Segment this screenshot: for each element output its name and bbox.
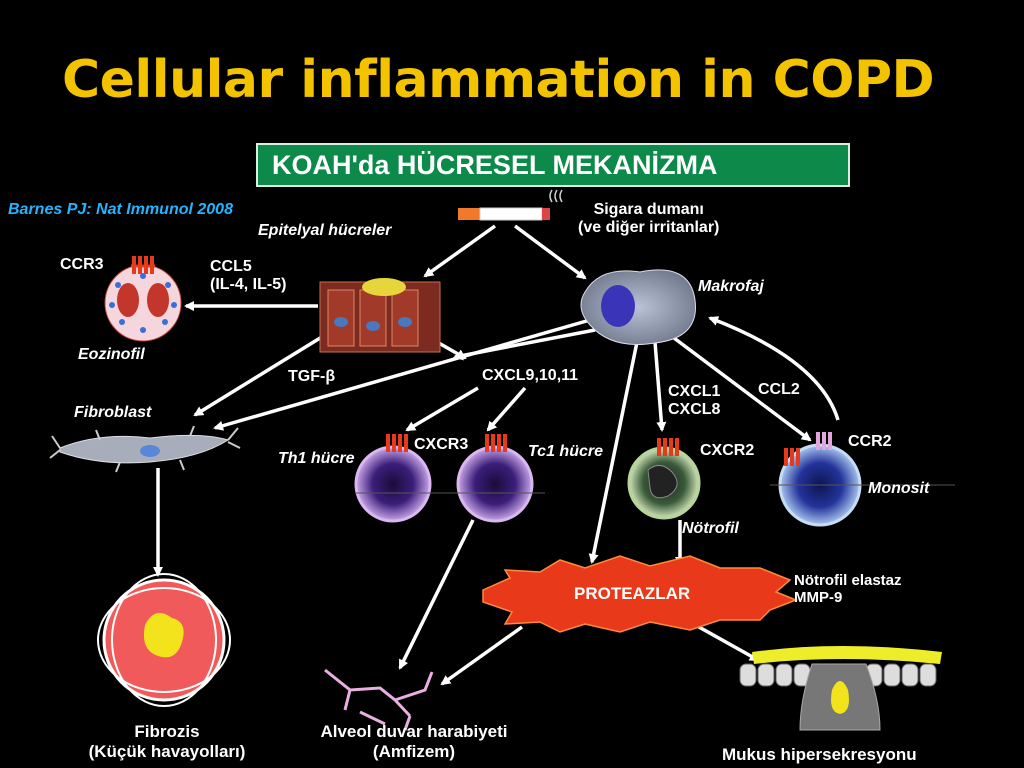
receptor-cxcr3-th1-icon [386,434,408,452]
label-tc1: Tc1 hücre [528,443,603,460]
diagram-banner: KOAH'da HÜCRESEL MEKANİZMA [256,143,850,187]
label-macrophage: Makrofaj [698,278,764,295]
label-ccl2: CCL2 [758,381,800,398]
label-alveolar-line1: Alveol duvar harabiyeti [320,722,508,741]
label-tgf: TGF-β [288,368,336,385]
receptor-ccr3-icon [131,256,155,274]
label-epithelial: Epitelyal hücreler [258,222,392,239]
fibrosis-icon [97,573,231,707]
label-neutrophil: Nötrofil [682,520,739,537]
label-fibrosis: Fibrozis (Küçük havayolları) [82,722,252,761]
label-fibrosis-line2: (Küçük havayolları) [88,741,246,761]
label-smoke-line2: (ve diğer irritanlar) [578,219,720,237]
label-th1: Th1 hücre [278,450,355,467]
macrophage-icon [580,269,696,346]
label-elastase-line2: MMP-9 [794,589,843,607]
label-smoke-line1: Sigara dumanı [593,201,704,218]
receptor-cxcr2-icon [657,438,679,456]
alveolar-wall-icon [324,668,434,731]
label-cxcl1-line1: CXCL1 [668,383,721,400]
label-alveolar-line2: (Amfizem) [372,741,456,761]
arrows [153,224,840,686]
label-ccr2: CCR2 [848,433,892,450]
label-ccl5-line2: (IL-4, IL-5) [210,276,287,294]
label-cxcl9: CXCL9,10,11 [482,367,579,384]
tc1-cell-icon [456,445,534,523]
label-elastase: Nötrofil elastaz MMP-9 [794,572,902,607]
neutrophil-icon [627,446,701,520]
receptor-ccr2-icon [784,432,832,466]
label-cxcr3: CXCR3 [414,436,469,453]
label-eosinophil: Eozinofil [78,346,145,363]
label-proteases: PROTEAZLAR [574,584,691,603]
label-monocyte: Monosit [868,480,930,497]
fibroblast-icon [49,425,241,473]
receptor-cxcr3-tc1-icon [485,434,507,452]
citation: Barnes PJ: Nat Immunol 2008 [8,201,233,218]
slide-title: Cellular inflammation in COPD [62,50,935,110]
label-fibrosis-line1: Fibrozis [134,722,200,741]
th1-cell-icon [354,445,432,523]
proteases-burst [482,555,799,633]
label-alveolar: Alveol duvar harabiyeti (Amfizem) [290,722,538,761]
label-ccr3: CCR3 [60,256,104,273]
label-smoke: Sigara dumanı (ve diğer irritanlar) [578,201,719,238]
mucus-icon [739,646,942,731]
epithelial-cells-icon [319,278,441,353]
cigarette-icon [458,189,563,221]
label-cxcr2: CXCR2 [700,442,755,459]
label-elastase-line1: Nötrofil elastaz [794,572,902,589]
label-ccl5-line1: CCL5 [210,258,252,275]
label-mucus: Mukus hipersekresyonu [722,745,917,764]
label-ccl5: CCL5 (IL-4, IL-5) [210,258,286,295]
label-cxcl1: CXCL1 CXCL8 [668,383,720,420]
eosinophil-icon [104,264,182,342]
label-cxcl1-line2: CXCL8 [668,401,721,419]
label-fibroblast: Fibroblast [74,404,152,421]
